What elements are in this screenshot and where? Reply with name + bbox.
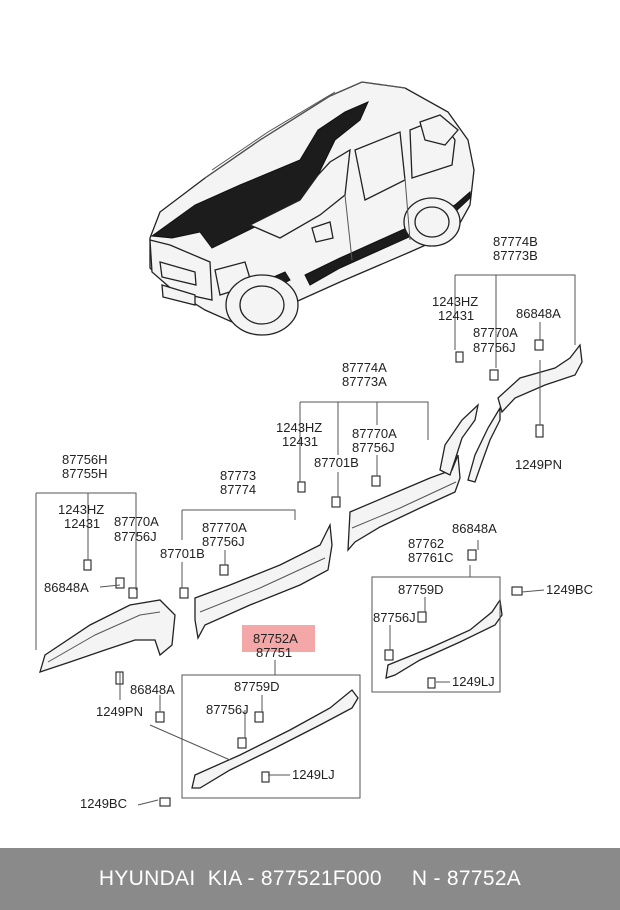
label-12431: 12431: [438, 308, 474, 323]
label-87774a: 87774A: [342, 360, 387, 375]
sill-moulding-upper: [385, 598, 503, 679]
sill-moulding-lower: [191, 689, 359, 789]
label-1249lj: 1249LJ: [292, 767, 335, 782]
label-87701b: 87701B: [314, 455, 359, 470]
part-labels: 87774B 87773B 1243HZ 12431 86848A 87770A…: [44, 234, 593, 811]
label-87773b: 87773B: [493, 248, 538, 263]
label-1243hz: 1243HZ: [58, 502, 104, 517]
label-1249bc: 1249BC: [546, 582, 593, 597]
part-number-footer: HYUNDAI KIA - 877521F000 N - 87752A: [0, 848, 620, 910]
label-87774b: 87774B: [493, 234, 538, 249]
label-1249pn: 1249PN: [515, 457, 562, 472]
label-87762: 87762: [408, 536, 444, 551]
label-1249lj: 1249LJ: [452, 674, 495, 689]
label-1249pn: 1249PN: [96, 704, 143, 719]
highlight-box: [242, 625, 315, 652]
fasteners: [83, 339, 544, 807]
rear-door-moulding: [347, 454, 461, 552]
label-87756j: 87756J: [473, 340, 516, 355]
label-86848a: 86848A: [452, 521, 497, 536]
label-87774: 87774: [220, 482, 256, 497]
label-87770a: 87770A: [202, 520, 247, 535]
label-86848a: 86848A: [44, 580, 89, 595]
label-87759d: 87759D: [398, 582, 444, 597]
label-87756j: 87756J: [202, 534, 245, 549]
footer-brand-part: HYUNDAI KIA - 877521F000: [98, 867, 382, 890]
label-87756j: 87756J: [352, 440, 395, 455]
label-87759d: 87759D: [234, 679, 280, 694]
label-12431: 12431: [64, 516, 100, 531]
rear-quarter-moulding: [439, 403, 480, 476]
label-86848a: 86848A: [130, 682, 175, 697]
label-87751: 87751: [256, 645, 292, 660]
label-87773: 87773: [220, 468, 256, 483]
label-87756h: 87756H: [62, 452, 108, 467]
label-87761c: 87761C: [408, 550, 454, 565]
label-1243hz: 1243HZ: [432, 294, 478, 309]
label-87756j: 87756J: [206, 702, 249, 717]
label-87756j: 87756J: [373, 610, 416, 625]
front-fender-moulding: [39, 599, 176, 674]
label-1243hz: 1243HZ: [276, 420, 322, 435]
label-87770a: 87770A: [114, 514, 159, 529]
label-86848a: 86848A: [516, 306, 561, 321]
label-12431: 12431: [282, 434, 318, 449]
label-87773a: 87773A: [342, 374, 387, 389]
car-illustration: [149, 81, 475, 336]
footer-reference: N - 87752A: [411, 867, 522, 890]
label-87701b: 87701B: [160, 546, 205, 561]
front-door-moulding: [194, 522, 333, 640]
label-87770a: 87770A: [352, 426, 397, 441]
label-87770a: 87770A: [473, 325, 518, 340]
leader-lines: [35, 274, 576, 806]
label-87756j: 87756J: [114, 529, 157, 544]
label-1249bc: 1249BC: [80, 796, 127, 811]
label-87752a: 87752A: [253, 631, 298, 646]
label-87755h: 87755H: [62, 466, 108, 481]
parts-diagram: 87774B 87773B 1243HZ 12431 86848A 87770A…: [35, 81, 593, 811]
